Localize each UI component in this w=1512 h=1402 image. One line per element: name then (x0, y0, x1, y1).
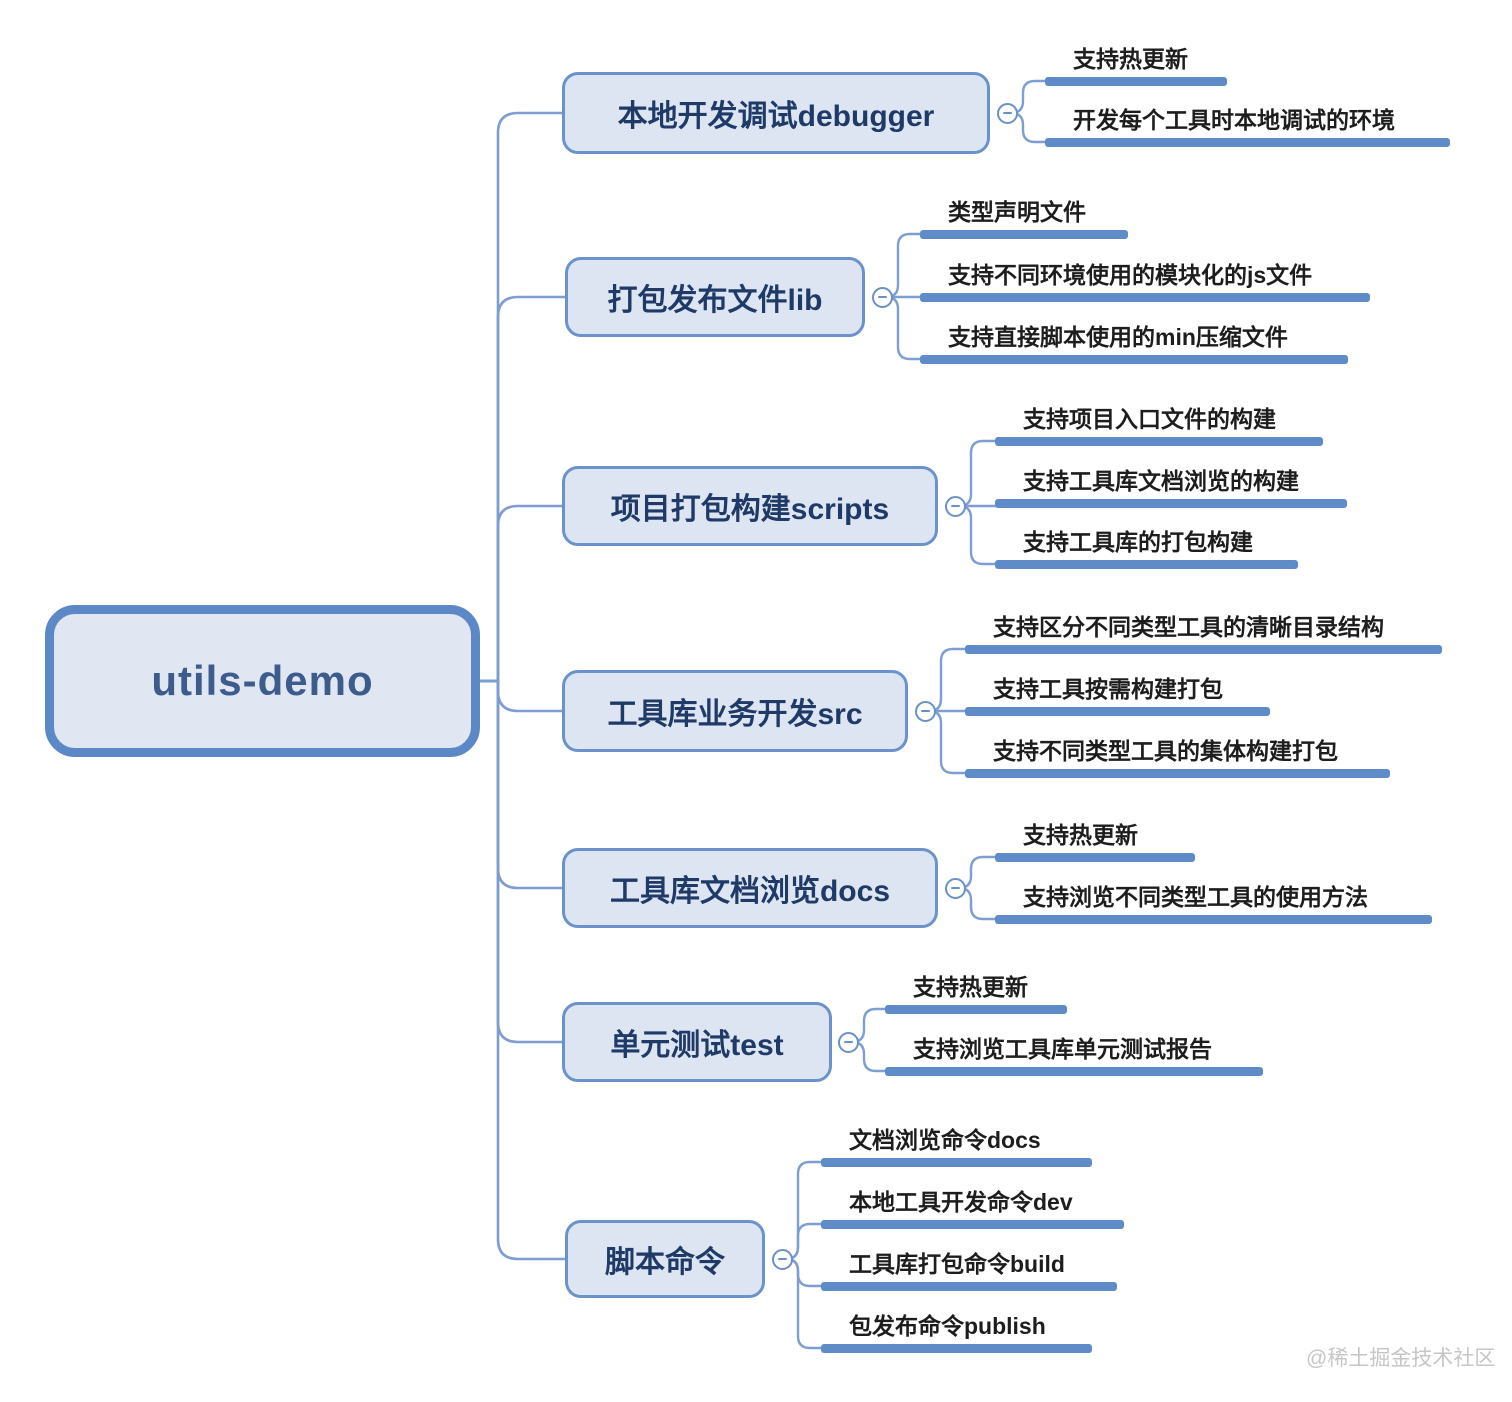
subtopic-label: 开发每个工具时本地调试的环境 (1073, 107, 1395, 133)
subtopic-label: 支持项目入口文件的构建 (1023, 406, 1276, 432)
subtopic-label: 支持浏览工具库单元测试报告 (913, 1036, 1212, 1062)
subtopic-commands-3[interactable]: 工具库打包命令build (821, 1250, 1117, 1291)
collapse-button-commands[interactable] (771, 1248, 793, 1270)
collapse-button-lib[interactable] (871, 286, 893, 308)
subtopic-underline (821, 1344, 1092, 1353)
subtopic-underline (965, 645, 1442, 654)
subtopic-test-1[interactable]: 支持热更新 (885, 973, 1067, 1014)
minus-icon (843, 1040, 853, 1044)
subtopic-label: 支持工具库的打包构建 (1023, 529, 1253, 555)
subtopic-underline (920, 293, 1370, 302)
topic-docs[interactable]: 工具库文档浏览docs (562, 848, 938, 928)
subtopic-label: 支持区分不同类型工具的清晰目录结构 (993, 614, 1384, 640)
topic-lib[interactable]: 打包发布文件lib (565, 257, 865, 337)
watermark: @稀土掘金技术社区 (1306, 1347, 1496, 1370)
subtopic-docs-2[interactable]: 支持浏览不同类型工具的使用方法 (995, 883, 1432, 924)
subtopic-scripts-1[interactable]: 支持项目入口文件的构建 (995, 405, 1323, 446)
subtopic-label: 支持热更新 (1073, 46, 1188, 72)
minus-icon (950, 504, 960, 508)
root-topic[interactable]: utils-demo (45, 605, 480, 757)
subtopic-label: 支持浏览不同类型工具的使用方法 (1023, 884, 1368, 910)
subtopic-underline (995, 437, 1323, 446)
subtopic-underline (965, 769, 1390, 778)
subtopic-label: 支持工具库文档浏览的构建 (1023, 468, 1299, 494)
subtopic-underline (821, 1220, 1124, 1229)
subtopic-underline (885, 1067, 1263, 1076)
subtopic-debugger-2[interactable]: 开发每个工具时本地调试的环境 (1045, 106, 1450, 147)
subtopic-underline (920, 355, 1348, 364)
subtopic-underline (1045, 77, 1227, 86)
subtopic-commands-1[interactable]: 文档浏览命令docs (821, 1126, 1092, 1167)
topic-commands[interactable]: 脚本命令 (565, 1220, 765, 1298)
topic-debugger[interactable]: 本地开发调试debugger (562, 72, 990, 154)
subtopic-underline (821, 1282, 1117, 1291)
subtopic-label: 包发布命令publish (849, 1313, 1046, 1339)
collapse-button-scripts[interactable] (944, 495, 966, 517)
collapse-button-docs[interactable] (944, 877, 966, 899)
subtopic-underline (995, 853, 1195, 862)
subtopic-underline (885, 1005, 1067, 1014)
subtopic-scripts-3[interactable]: 支持工具库的打包构建 (995, 528, 1298, 569)
minus-icon (950, 886, 960, 890)
collapse-button-debugger[interactable] (996, 102, 1018, 124)
minus-icon (877, 295, 887, 299)
subtopic-underline (821, 1158, 1092, 1167)
subtopic-underline (920, 230, 1128, 239)
subtopic-label: 支持热更新 (1023, 822, 1138, 848)
subtopic-label: 支持不同环境使用的模块化的js文件 (948, 262, 1313, 288)
subtopic-commands-4[interactable]: 包发布命令publish (821, 1312, 1092, 1353)
subtopic-src-2[interactable]: 支持工具按需构建打包 (965, 675, 1270, 716)
subtopic-test-2[interactable]: 支持浏览工具库单元测试报告 (885, 1035, 1263, 1076)
subtopic-label: 工具库打包命令build (849, 1251, 1065, 1277)
subtopic-scripts-2[interactable]: 支持工具库文档浏览的构建 (995, 467, 1347, 508)
subtopic-label: 支持不同类型工具的集体构建打包 (993, 738, 1338, 764)
collapse-button-test[interactable] (837, 1031, 859, 1053)
subtopic-label: 文档浏览命令docs (849, 1127, 1041, 1153)
subtopic-debugger-1[interactable]: 支持热更新 (1045, 45, 1227, 86)
subtopic-commands-2[interactable]: 本地工具开发命令dev (821, 1188, 1124, 1229)
topic-test[interactable]: 单元测试test (562, 1002, 832, 1082)
minus-icon (777, 1257, 787, 1261)
topic-src[interactable]: 工具库业务开发src (562, 670, 908, 752)
subtopic-lib-3[interactable]: 支持直接脚本使用的min压缩文件 (920, 323, 1348, 364)
subtopic-underline (995, 560, 1298, 569)
subtopic-src-3[interactable]: 支持不同类型工具的集体构建打包 (965, 737, 1390, 778)
subtopic-docs-1[interactable]: 支持热更新 (995, 821, 1195, 862)
collapse-button-src[interactable] (914, 700, 936, 722)
subtopic-lib-2[interactable]: 支持不同环境使用的模块化的js文件 (920, 261, 1370, 302)
subtopic-underline (1045, 138, 1450, 147)
subtopic-label: 支持直接脚本使用的min压缩文件 (948, 324, 1288, 350)
minus-icon (920, 709, 930, 713)
subtopic-underline (995, 915, 1432, 924)
subtopic-label: 支持热更新 (913, 974, 1028, 1000)
minus-icon (1002, 111, 1012, 115)
subtopic-label: 本地工具开发命令dev (849, 1189, 1073, 1215)
subtopic-label: 支持工具按需构建打包 (993, 676, 1223, 702)
subtopic-lib-1[interactable]: 类型声明文件 (920, 198, 1128, 239)
subtopic-label: 类型声明文件 (948, 199, 1086, 225)
subtopic-underline (965, 707, 1270, 716)
subtopic-underline (995, 499, 1347, 508)
topic-scripts[interactable]: 项目打包构建scripts (562, 466, 938, 546)
subtopic-src-1[interactable]: 支持区分不同类型工具的清晰目录结构 (965, 613, 1442, 654)
